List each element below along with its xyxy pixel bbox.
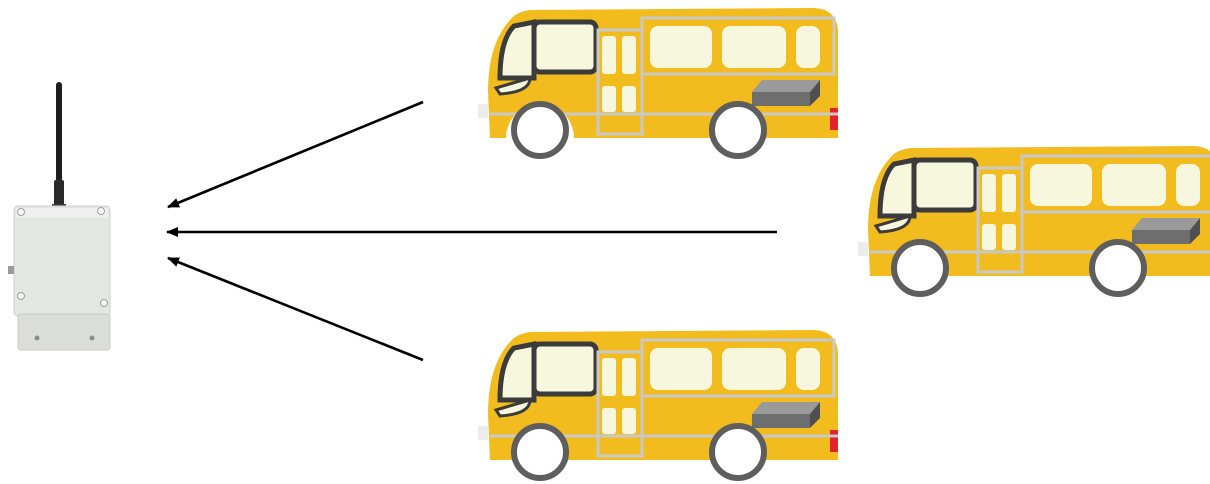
gateway-icon: [0, 70, 120, 370]
bus-3-body: [478, 330, 838, 478]
bus-icon-2: [850, 138, 1210, 298]
bus-icon-3: [470, 322, 840, 482]
bus-icon-1: [470, 0, 840, 160]
bus-1-body: [478, 8, 838, 156]
wheel-icon: [514, 104, 566, 156]
wheel-icon: [712, 426, 764, 478]
antenna-icon: [56, 82, 62, 182]
wheel-icon: [514, 426, 566, 478]
bus-2-body: [858, 146, 1210, 294]
tracking-tag-icon-3: [752, 402, 820, 428]
wheel-icon: [1092, 242, 1144, 294]
wheel-icon: [894, 242, 946, 294]
arrow-bus-3-to-gateway: [168, 258, 423, 360]
arrow-bus-1-to-gateway: [168, 102, 423, 207]
tracking-tag-icon-1: [752, 80, 820, 106]
tracking-tag-icon-2: [1132, 218, 1200, 244]
wheel-icon: [712, 104, 764, 156]
